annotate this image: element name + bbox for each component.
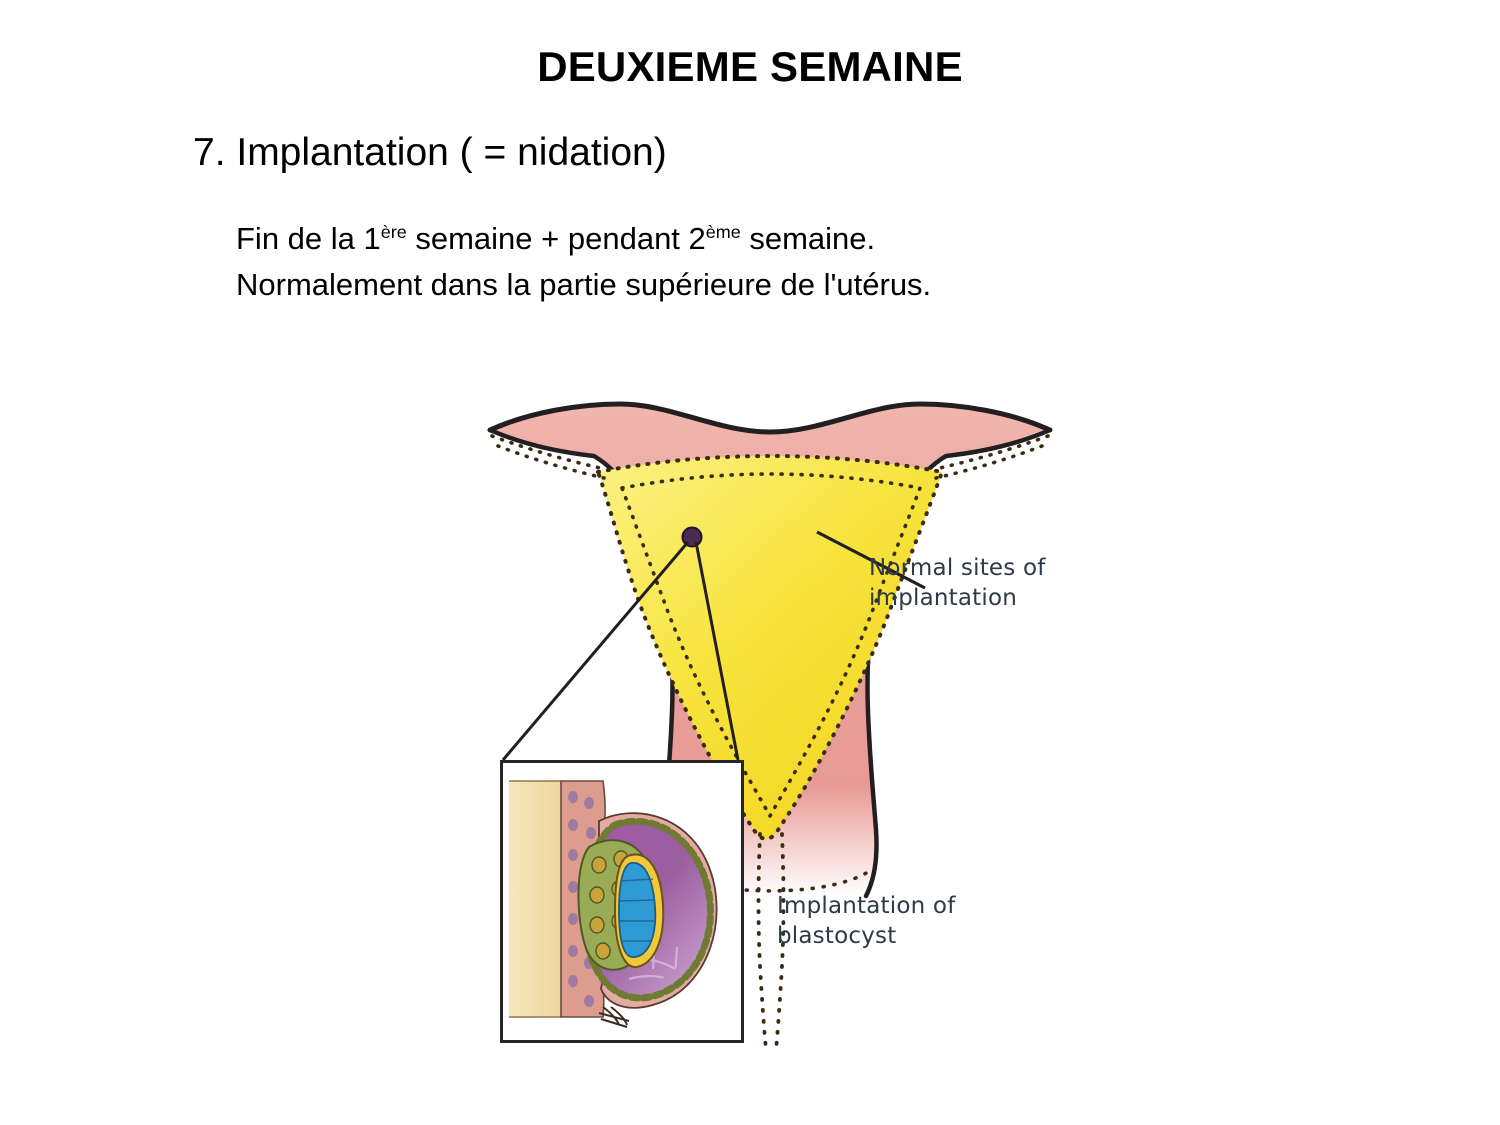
embryonic-disc-blue xyxy=(618,862,657,958)
label-implantation-line-2: blastocyst xyxy=(777,923,897,949)
fundus-outline xyxy=(487,401,1053,435)
uterine-gland-stub xyxy=(598,1006,630,1028)
body-line-1: Fin de la 1ère semaine + pendant 2ème se… xyxy=(236,216,931,262)
body-line-1-part-1: Fin de la 1 xyxy=(236,221,381,256)
body-line-2: Normalement dans la partie supérieure de… xyxy=(236,267,932,302)
label-normal-sites-line-2: implantation xyxy=(869,585,1018,611)
section-heading: 7. Implantation ( = nidation) xyxy=(193,131,667,174)
cervical-canal-dots xyxy=(690,832,870,1052)
endometrial-stroma xyxy=(509,781,561,1017)
body-line-1-sup-1: ère xyxy=(380,221,407,242)
uterus-illustration-svg xyxy=(487,401,1053,1052)
label-normal-sites-of-implantation: Normal sites of implantation xyxy=(869,553,1046,613)
uterus-diagram: Normal sites of implantation Implantatio… xyxy=(470,360,1090,1060)
label-implantation-line-1: Implantation of xyxy=(777,893,956,919)
label-normal-sites-line-1: Normal sites of xyxy=(869,555,1046,581)
page-title: DEUXIEME SEMAINE xyxy=(537,43,963,90)
body-line-1-part-2: semaine + pendant 2 xyxy=(406,221,706,256)
magnifier-leader-lines xyxy=(501,541,740,761)
leader-line-normal-sites xyxy=(816,530,926,590)
tube-lumen-dots xyxy=(490,434,1050,480)
embryonic-disc-cells xyxy=(618,878,656,942)
inset-blastocyst-box xyxy=(500,760,744,1043)
blastocyst-illustration-svg xyxy=(509,780,718,1028)
endometrium-dotted-border xyxy=(595,453,945,841)
body-text: Fin de la 1ère semaine + pendant 2ème se… xyxy=(236,216,931,308)
body-line-1-sup-2: ème xyxy=(705,221,741,242)
epithelial-nuclei xyxy=(568,791,596,1007)
body-line-1-part-3: semaine. xyxy=(740,221,876,256)
label-implantation-of-blastocyst: Implantation of blastocyst xyxy=(777,891,956,951)
